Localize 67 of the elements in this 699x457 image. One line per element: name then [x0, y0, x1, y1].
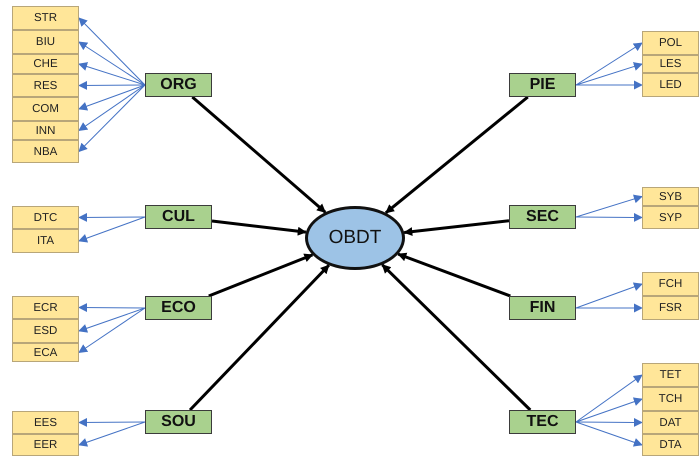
connector-arrow [78, 308, 146, 353]
factor-box: PIE [509, 73, 576, 97]
indicator-box: ECA [12, 343, 79, 362]
connector-arrow [78, 17, 146, 86]
indicator-box: DTC [12, 206, 79, 229]
indicator-box: LES [642, 55, 699, 73]
connector-arrow [576, 374, 643, 422]
arrow [397, 252, 511, 298]
factor-box: CUL [145, 205, 212, 229]
connector-arrow [78, 308, 146, 333]
connector-arrow [576, 304, 643, 312]
connector-arrow [78, 84, 146, 152]
indicator-box: DAT [642, 411, 699, 434]
connector-arrow [576, 282, 643, 308]
indicator-box: NBA [12, 140, 79, 163]
arrow [208, 253, 314, 298]
indicator-box: DTA [642, 434, 699, 456]
connector-arrow [576, 212, 643, 222]
indicator-box: ITA [12, 229, 79, 253]
connector-arrow [78, 84, 146, 110]
connector-arrow [78, 422, 146, 447]
indicator-box: TCH [642, 387, 699, 411]
indicator-box: INN [12, 121, 79, 140]
arrow [384, 96, 529, 214]
arrow [191, 96, 326, 214]
indicator-box: SYP [642, 206, 699, 229]
connector-arrow [78, 84, 146, 131]
indicator-box: SYB [642, 187, 699, 206]
indicator-box: COM [12, 97, 79, 121]
connector-arrow [78, 303, 146, 312]
connector-arrow [576, 42, 643, 86]
factor-box: SOU [145, 410, 212, 434]
factor-box: TEC [509, 410, 576, 434]
indicator-box: ECR [12, 296, 79, 319]
connector-arrow [78, 62, 146, 86]
factor-box: ORG [145, 73, 212, 97]
connector-arrow [576, 194, 643, 218]
factor-box: SEC [509, 205, 576, 229]
arrow [403, 219, 510, 236]
indicator-box: LED [642, 73, 699, 97]
arrow [212, 220, 307, 236]
indicator-box: POL [642, 31, 699, 55]
arrow [381, 264, 532, 412]
connector-arrow [78, 418, 146, 427]
factor-box: ECO [145, 296, 212, 320]
indicator-box: STR [12, 6, 79, 30]
indicator-box: EER [12, 434, 79, 456]
connector-arrow [576, 80, 643, 90]
indicator-box: EES [12, 411, 79, 434]
connector-arrow [78, 80, 146, 90]
connector-arrow [78, 216, 146, 242]
indicator-box: FCH [642, 272, 699, 296]
indicator-box: RES [12, 74, 79, 97]
connector-arrow [576, 397, 643, 422]
arrow [188, 264, 330, 412]
connector-arrow [78, 212, 146, 222]
construct-ellipse: OBDT [305, 206, 405, 270]
connector-arrow [576, 422, 643, 447]
indicator-box: FSR [642, 296, 699, 320]
factor-box: FIN [509, 296, 576, 320]
connector-arrow [576, 418, 643, 427]
indicator-box: BIU [12, 30, 79, 54]
connector-arrow [576, 62, 643, 86]
indicator-box: TET [642, 363, 699, 387]
connector-arrow [78, 42, 146, 86]
indicator-box: CHE [12, 54, 79, 74]
indicator-box: ESD [12, 319, 79, 343]
